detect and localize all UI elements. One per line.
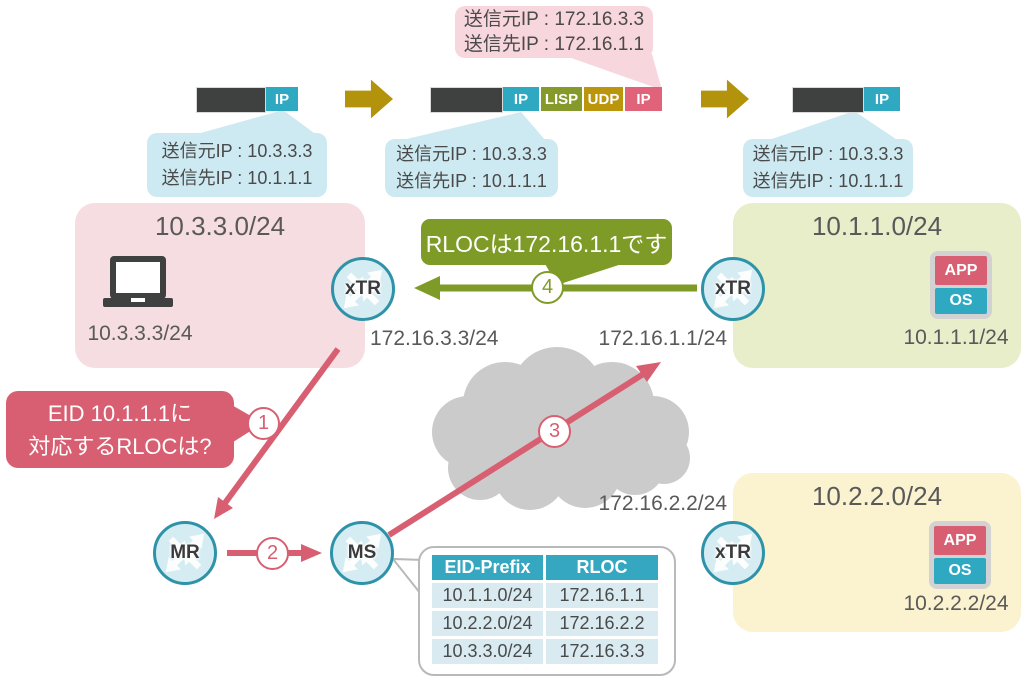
middle-callout-tail [398,112,546,141]
outer-dst-ip-text: 送信先IP : 172.16.1.1 [463,34,645,55]
os-badge: OS [934,558,986,584]
app-badge: APP [934,526,986,556]
table-cell-eid: 10.3.3.0/24 [432,639,543,664]
outer-ip-callout: 送信元IP : 172.16.3.3 送信先IP : 172.16.1.1 [455,6,653,58]
eid-rloc-table: EID-Prefix RLOC 10.1.1.0/24 172.16.1.1 1… [432,555,658,664]
dst-ip-text: 送信先IP : 10.1.1.1 [752,171,904,191]
node-label: xTR [715,278,751,299]
map-request-callout: EID 10.1.1.1に 対応するRLOCは? [6,391,234,468]
rloc-label-right-xtr: 172.16.1.1/24 [598,327,727,350]
outer-callout-tail [560,54,662,90]
xtr-node-bottom: xTR [701,521,765,585]
ip-header-chip: IP [266,87,298,111]
rloc-label-left-xtr: 172.16.3.3/24 [370,327,499,350]
xtr-node-right: xTR [701,257,765,321]
router-icon [165,533,205,573]
router-icon [713,269,753,309]
router-icon [343,269,383,309]
step-3-badge: 3 [538,415,571,448]
step-1-badge: 1 [247,407,280,440]
step-4-badge: 4 [531,271,564,304]
node-label: xTR [715,542,751,563]
host-ip-label: 10.1.1.1/24 [903,326,1009,349]
app-badge: APP [935,256,987,286]
ms-node: MS [330,521,394,585]
table-cell-rloc: 172.16.2.2 [546,611,658,636]
router-icon [342,533,382,573]
packet-payload-bar-left [196,87,266,113]
ip-header-chip: IP [503,87,539,111]
table-cell-eid: 10.1.1.0/24 [432,583,543,608]
app-os-stack-icon: APP OS [930,251,992,319]
packet-payload-bar-right [792,87,864,113]
dst-ip-text: 送信先IP : 10.1.1.1 [161,168,313,188]
flow-arrow-right-icon [345,79,393,119]
node-label: MS [347,542,377,563]
table-cell-rloc: 172.16.1.1 [546,583,658,608]
rloc-label-bottom-xtr: 172.16.2.2/24 [598,492,727,515]
host-ip-label: 10.3.3.3/24 [87,322,193,345]
flow-arrow-right-icon [701,79,749,119]
udp-header-chip: UDP [584,87,623,111]
src-ip-text: 送信元IP : 10.3.3.3 [396,144,547,164]
map-request-line2: 対応するRLOCは? [28,433,212,459]
table-header-eid-prefix: EID-Prefix [432,555,543,580]
site-prefix-label: 10.1.1.0/24 [811,211,943,241]
table-header-rloc: RLOC [546,555,658,580]
site-prefix-label: 10.2.2.0/24 [811,481,943,511]
os-badge: OS [935,288,987,314]
right-callout-tail [766,111,899,141]
dst-ip-text: 送信先IP : 10.1.1.1 [396,171,547,191]
ip-header-chip: IP [864,87,900,111]
src-ip-text: 送信元IP : 10.3.3.3 [752,144,904,164]
outer-src-ip-text: 送信元IP : 172.16.3.3 [463,9,645,30]
table-cell-rloc: 172.16.3.3 [546,639,658,664]
laptop-icon [110,256,166,299]
inner-ip-callout-middle: 送信元IP : 10.3.3.3 送信先IP : 10.1.1.1 [385,139,558,197]
laptop-base-icon [103,298,173,307]
router-icon [713,533,753,573]
app-os-stack-icon: APP OS [929,521,991,589]
node-label: xTR [345,278,381,299]
xtr-node-left: xTR [331,257,395,321]
src-ip-text: 送信元IP : 10.3.3.3 [161,141,313,161]
map-reply-text: RLOCは172.16.1.1です [425,231,668,257]
lisp-header-chip: LISP [541,87,582,111]
node-label: MR [170,542,200,563]
site-prefix-label: 10.3.3.0/24 [154,211,286,241]
step-2-badge: 2 [256,537,289,570]
host-ip-label: 10.2.2.2/24 [903,592,1009,615]
inner-ip-callout-left: 送信元IP : 10.3.3.3 送信先IP : 10.1.1.1 [147,133,327,197]
mr-node: MR [153,521,217,585]
inner-ip-callout-right: 送信元IP : 10.3.3.3 送信先IP : 10.1.1.1 [743,139,913,197]
map-reply-callout: RLOCは172.16.1.1です [421,219,672,265]
packet-payload-bar-middle [430,87,503,113]
outer-ip-header-chip: IP [625,87,662,111]
table-cell-eid: 10.2.2.0/24 [432,611,543,636]
map-request-line1: EID 10.1.1.1に [47,400,193,426]
